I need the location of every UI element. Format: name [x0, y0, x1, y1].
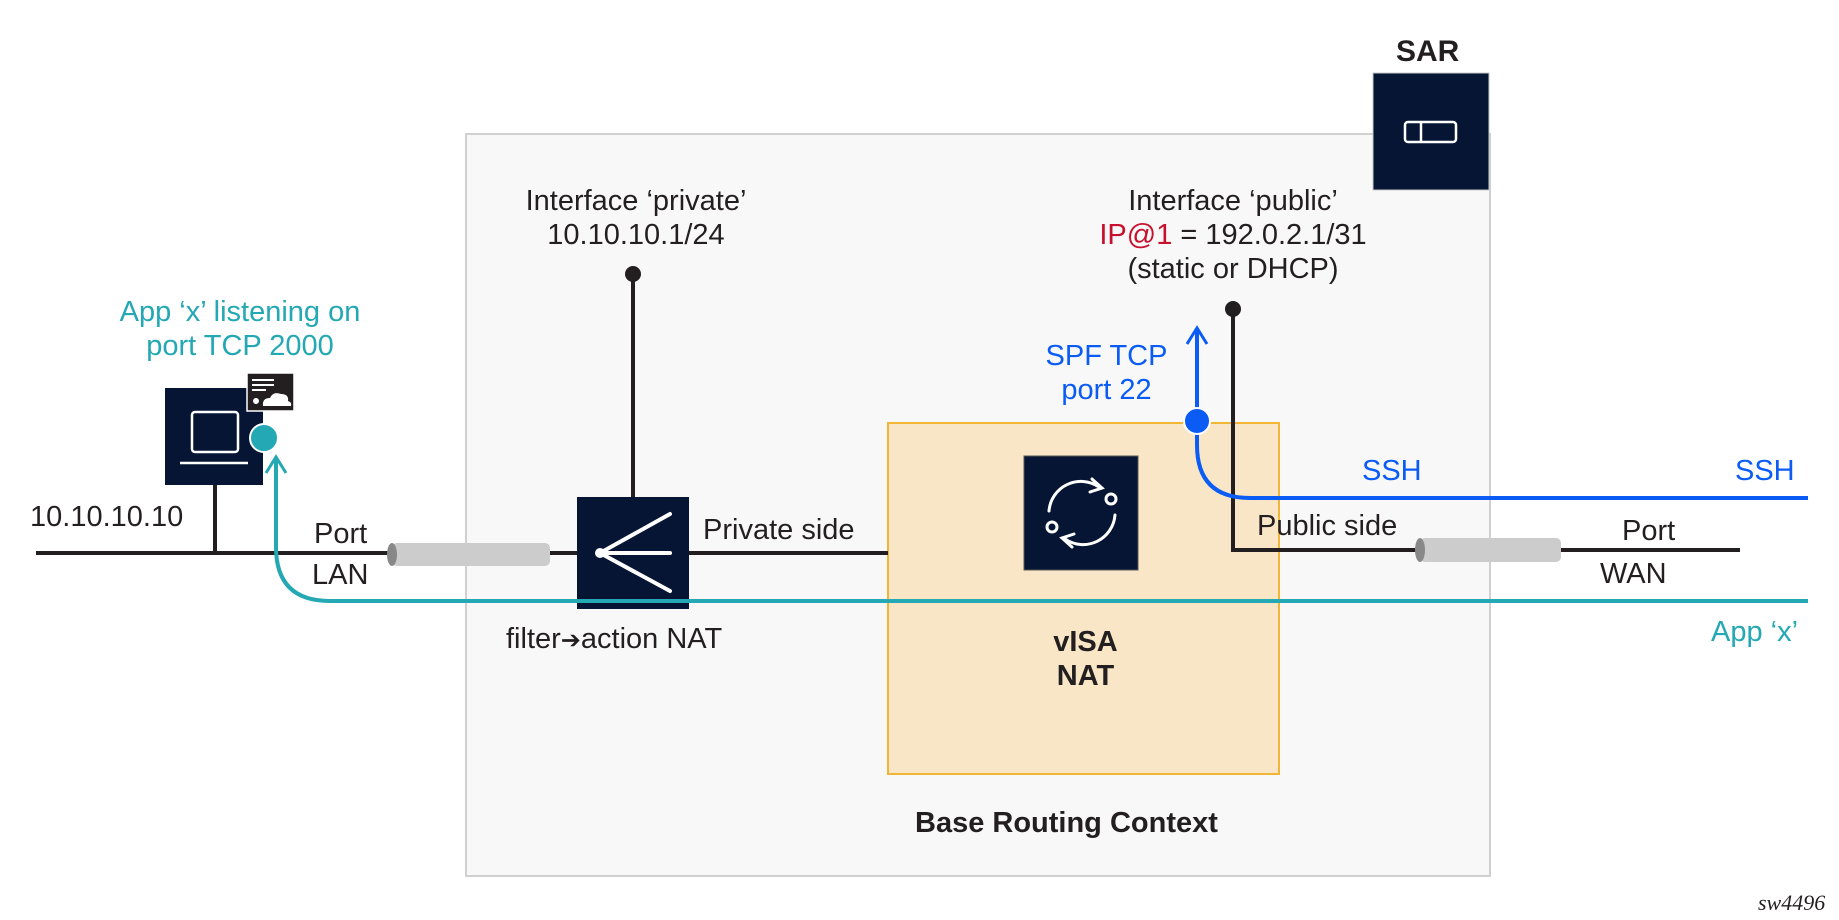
visa-nat-label: vISA NAT [988, 625, 1183, 693]
public-interface-name: Interface ‘public’ [1128, 185, 1338, 217]
base-routing-context-label: Base Routing Context [915, 807, 1218, 839]
lan-port-label-top: Port [314, 518, 368, 550]
ip-at-1: IP@1 [1099, 219, 1173, 251]
router-card-icon [1403, 120, 1458, 144]
nat-label: NAT [1056, 660, 1115, 692]
app-listen-dot [249, 423, 279, 453]
laptop-icon [180, 410, 248, 465]
spf-line2: port 22 [1061, 374, 1152, 406]
ssh-arrowhead [1185, 325, 1209, 345]
host-ip-label: 10.10.10.10 [30, 501, 184, 533]
spf-dot [1183, 407, 1211, 435]
public-interface-mode: (static or DHCP) [1127, 253, 1339, 285]
filter-router [577, 497, 689, 609]
app-listening-label: App ‘x’ listening on port TCP 2000 [90, 295, 390, 363]
ssh-flow [1195, 330, 1808, 500]
sync-icon [1045, 477, 1118, 549]
private-side-label: Private side [703, 514, 855, 546]
private-interface-ip: 10.10.10.1/24 [547, 219, 725, 251]
lan-port-label-bottom: LAN [312, 559, 369, 591]
nat-engine [1023, 455, 1139, 571]
lan-cable [387, 543, 550, 566]
private-interface-name: Interface ‘private’ [525, 185, 747, 217]
public-side-label: Public side [1257, 510, 1398, 542]
public-interface-ip: IP@1 = 192.0.2.1/31 [1060, 218, 1406, 252]
figure-id: sw4496 [1758, 890, 1826, 915]
public-ip-value: = 192.0.2.1/31 [1172, 219, 1367, 251]
app-x-flow-label: App ‘x’ [1711, 616, 1799, 648]
private-interface-label: Interface ‘private’ 10.10.10.1/24 [500, 184, 772, 252]
public-interface-dot [1225, 301, 1241, 317]
spf-line1: SPF TCP [1045, 340, 1168, 372]
wan-port-label-top: Port [1622, 515, 1676, 547]
public-interface-label: Interface ‘public’ IP@1 = 192.0.2.1/31 (… [1060, 184, 1406, 286]
wan-cable [1415, 538, 1561, 562]
app-x-arrowhead [264, 454, 288, 474]
sar-label: SAR [1396, 35, 1460, 68]
ssh-inner-label: SSH [1362, 455, 1422, 487]
app-icon [246, 372, 295, 412]
ssh-outer-label: SSH [1735, 455, 1795, 487]
sar-device [1372, 72, 1490, 191]
spf-label: SPF TCP port 22 [1030, 339, 1183, 407]
filter-text: filter [506, 623, 561, 655]
visa-label: vISA [1053, 626, 1118, 658]
app-listening-line1: App ‘x’ listening on [119, 296, 361, 328]
filter-action-label: filter➔action NAT [506, 622, 722, 658]
action-nat-text: action NAT [580, 623, 723, 655]
app-listening-line2: port TCP 2000 [146, 330, 334, 362]
wan-port-label-bottom: WAN [1600, 558, 1667, 590]
filter-fanout-icon [598, 512, 672, 593]
public-side-link [1231, 309, 1740, 552]
private-interface-dot [625, 266, 641, 282]
filter-arrow-icon: ➔ [560, 627, 581, 654]
app-x-flow [274, 460, 1808, 603]
